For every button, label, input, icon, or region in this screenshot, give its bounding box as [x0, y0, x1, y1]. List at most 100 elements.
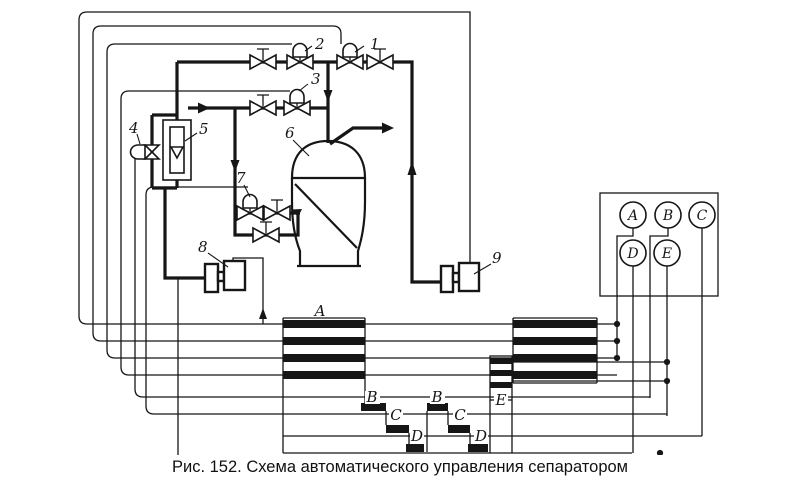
relay-panel-box [599, 192, 719, 297]
cam-step-c2 [448, 425, 470, 433]
right-arrow-icon [198, 102, 210, 114]
manual-valve-inlet [249, 94, 277, 117]
relay-c-circle [688, 201, 716, 229]
separator-cone-line [294, 183, 358, 249]
separator-dome [290, 139, 367, 180]
manual-valve-top-1 [249, 48, 277, 71]
drive-9 [439, 261, 481, 294]
valve-triangle [143, 144, 161, 154]
cam-stripe [513, 371, 597, 379]
cam-a-label: A [313, 302, 326, 320]
program-chart-cams [282, 317, 598, 453]
manual-valve-top-2 [366, 48, 394, 71]
cam-stripe [283, 371, 365, 379]
valve-4 [129, 144, 161, 160]
cam-stripe [283, 337, 365, 345]
cam-stripe [490, 382, 512, 388]
relay-panel: A B C D E [599, 192, 719, 455]
diaphragm-actuator-icon [342, 42, 358, 58]
control-valve-1 [336, 42, 364, 71]
control-line-6 [145, 186, 248, 415]
diaphragm-actuator-icon [242, 193, 258, 209]
cam-d2-label: D [474, 427, 487, 445]
inlet-arrow-icon [292, 209, 302, 217]
diaphragm-actuator-icon [292, 42, 308, 58]
relay-a-label: A [626, 208, 638, 224]
cam-step-b2 [427, 403, 448, 411]
control-line-3 [106, 43, 292, 359]
rotameter-5-label: 5 [199, 120, 209, 138]
cam-stripe [513, 337, 597, 345]
separator-vessel [290, 139, 367, 268]
cam-stripe [513, 354, 597, 362]
manual-valve-7 [263, 199, 291, 222]
manual-valve-bypass [252, 221, 280, 244]
cam-stripe [283, 320, 365, 328]
separator-body [290, 178, 367, 268]
cam-stripe [513, 320, 597, 328]
figure-caption: Рис. 152. Схема автоматического управлен… [171, 458, 629, 476]
diaphragm-actuator-icon [129, 144, 146, 160]
control-line-2 [92, 25, 342, 342]
component-labels: 1 2 3 4 5 6 7 8 9 [128, 35, 502, 275]
relay-e-circle [653, 239, 681, 267]
valve-1-label: 1 [370, 35, 380, 53]
valve-7-label: 7 [236, 169, 246, 187]
cam-stripe [283, 354, 365, 362]
relay-c-label: C [697, 208, 708, 224]
cam-step-b1 [361, 403, 386, 411]
up-arrow-icon [407, 161, 417, 175]
separator-6-label: 6 [285, 124, 295, 142]
cam-step-d1 [406, 444, 424, 452]
rotameter-float-icon [169, 146, 185, 160]
drive-8-pipe [163, 188, 205, 280]
junction-dot [613, 337, 621, 345]
cam-step-d2 [468, 444, 488, 452]
e-column-legs [489, 400, 513, 453]
cam-stripe [490, 358, 512, 364]
relay-e-label: E [661, 246, 672, 262]
cam-b2-label: B [430, 388, 442, 406]
cam-c2-label: C [454, 406, 466, 424]
drive-8-label: 8 [198, 238, 208, 256]
control-valve-7 [236, 193, 264, 222]
cam-e-label: E [495, 391, 507, 409]
down-arrow-icon [230, 160, 240, 172]
relay-d-circle [619, 239, 647, 267]
main-gas-pipe [177, 60, 441, 284]
control-line-1 [78, 11, 471, 325]
right-arrow-icon [382, 122, 394, 134]
junction-dot [663, 358, 671, 366]
relay-a-circle [619, 201, 647, 229]
relay-b-circle [654, 201, 682, 229]
chart-labels: A B B C C D D E [313, 302, 508, 445]
valve-2-label: 2 [314, 35, 325, 53]
control-line-4 [120, 90, 290, 376]
drive-9-label: 9 [492, 249, 502, 267]
down-arrow-icon [323, 90, 333, 102]
control-line-5 [134, 151, 144, 398]
control-valve-2 [286, 42, 314, 71]
relay-b-lead [649, 228, 669, 398]
relay-a-lead [616, 228, 634, 358]
cam-group-right-outline [512, 317, 598, 384]
cam-stripe [490, 370, 512, 376]
valve-3-label: 3 [311, 70, 321, 88]
junction-dot [613, 354, 621, 362]
cam-b1-label: B [365, 388, 377, 406]
control-valve-3 [283, 88, 311, 117]
valve-4-label: 4 [128, 119, 139, 137]
schematic-canvas: A B C D E [78, 11, 719, 455]
cam-step-c1 [386, 425, 409, 433]
junction-dot [656, 449, 664, 455]
cam-c1-label: C [390, 406, 402, 424]
cam-d1-label: D [410, 427, 423, 445]
separator-outlet-pipe [329, 126, 386, 146]
valve-triangle [143, 150, 161, 160]
diaphragm-actuator-icon [289, 88, 305, 104]
up-arrow-icon [259, 308, 267, 319]
relay-d-label: D [626, 246, 638, 262]
junction-dot [613, 320, 621, 328]
junction-dot [663, 377, 671, 385]
